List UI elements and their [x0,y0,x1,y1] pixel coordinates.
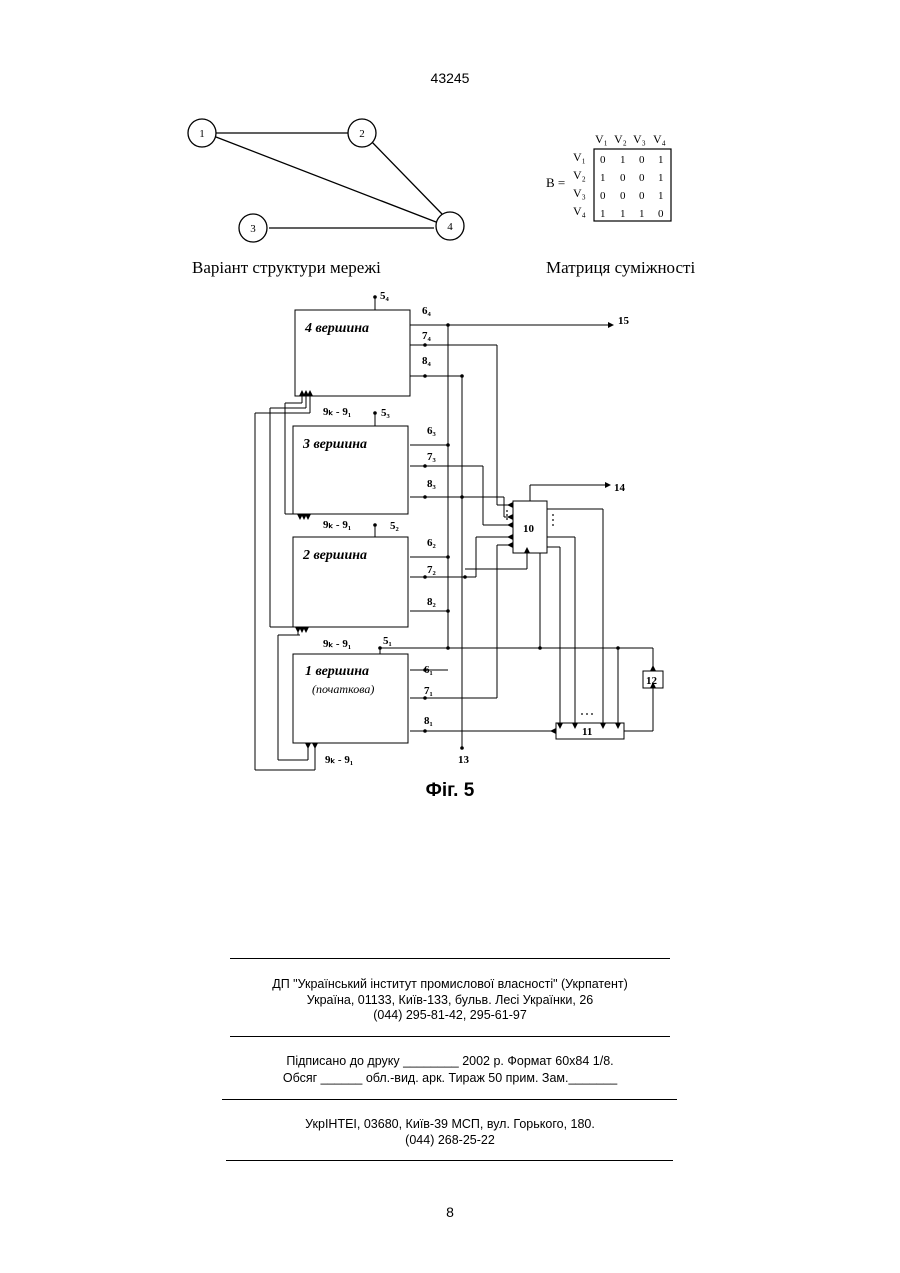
matrix-row-header: V₄ [573,204,586,218]
matrix-cell: 0 [620,172,626,184]
matrix-col-header: V₃ [633,132,646,146]
terminal-label: 7₄ [422,330,432,342]
divider [230,958,670,959]
bus-label: 9ₖ - 9₁ [323,406,351,418]
imprint-volume-info: Обсяг ______ обл.-вид. арк. Тираж 50 при… [0,1070,900,1086]
matrix-col-header: V₂ [614,132,627,146]
terminal-label: 8₂ [427,596,437,608]
terminal-label: 6₁ [424,664,433,676]
bus-label: 9ₖ - 9₁ [323,519,351,531]
svg-text:4: 4 [447,221,453,233]
terminal-label: 8₁ [424,715,433,727]
matrix-cell: 1 [658,190,664,202]
imprint-phone: (044) 295-81-42, 295-61-97 [0,1007,900,1023]
bus-label: 9ₖ - 9₁ [323,638,351,650]
terminal-label: 8₄ [422,355,432,367]
divider [222,1099,677,1100]
figure-caption: Фіг. 5 [0,780,900,802]
terminal-label: 14 [614,482,626,494]
block-label-11: 11 [582,726,592,738]
bus-label: 9ₖ - 9₁ [325,754,353,766]
terminal-label: 6₃ [427,425,437,437]
terminal-label: 13 [458,754,470,766]
matrix-col-header: V₁ [595,132,608,146]
network-graph: 1 2 3 4 [180,110,480,250]
matrix-cell: 1 [658,172,664,184]
matrix-cell: 1 [620,154,626,166]
matrix-cell: 0 [639,172,645,184]
block-label-vertex-3: 3 вершина [302,437,367,452]
terminal-label: 15 [618,315,630,327]
block-label-12: 12 [646,675,658,687]
terminal-label: 7₃ [427,451,437,463]
divider [226,1160,673,1161]
block-label-vertex-2: 2 вершина [302,548,367,563]
graph-node-4: 4 [436,212,464,240]
svg-text:1: 1 [199,128,205,140]
imprint-address: Україна, 01133, Київ-133, бульв. Лесі Ук… [0,992,900,1008]
block-schematic: 4 вершина 3 вершина 2 вершина 1 вершина … [240,285,700,775]
terminal-label: 5₂ [390,520,400,532]
adjacency-matrix: B = V₁ V₂ V₃ V₄ V₁ V₂ V₃ V₄ 0 1 0 1 1 0 0 1 0 0 0 1… [540,125,700,230]
graph-node-3: 3 [239,214,267,242]
terminal-label: 6₄ [422,305,432,317]
imprint-printer-phone: (044) 268-25-22 [0,1132,900,1148]
terminal-label: 6₂ [427,537,437,549]
matrix-cell: 0 [639,154,645,166]
matrix-cell: 1 [620,208,626,220]
graph-caption: Варіант структури мережі [192,258,381,278]
block-label-vertex-1: 1 вершина [305,664,369,679]
matrix-cell: 1 [600,208,606,220]
matrix-caption: Матриця суміжності [546,258,695,278]
matrix-row-header: V₂ [573,168,586,182]
block-label-10: 10 [523,523,535,535]
matrix-col-header: V₄ [653,132,666,146]
imprint-publisher: ДП "Український інститут промислової вла… [0,976,900,992]
patent-number: 43245 [0,70,900,86]
matrix-cell: 0 [620,190,626,202]
matrix-row-header: V₃ [573,186,586,200]
matrix-cell: 0 [658,208,664,220]
matrix-cell: 1 [600,172,606,184]
terminal-label: 8₃ [427,478,437,490]
ellipsis-dots [506,510,593,715]
matrix-cell: 0 [639,190,645,202]
matrix-label: B = [546,175,565,190]
imprint-printer: УкрІНТЕІ, 03680, Київ-39 МСП, вул. Горьк… [0,1116,900,1132]
matrix-col-headers: V₁ V₂ V₃ V₄ [595,132,666,146]
terminal-label: 5₁ [383,635,392,647]
matrix-cell: 1 [658,154,664,166]
svg-text:3: 3 [250,223,256,235]
matrix-cell: 0 [600,190,606,202]
block-label-vertex-4: 4 вершина [304,321,369,336]
svg-text:2: 2 [359,128,365,140]
matrix-row-header: V₁ [573,150,586,164]
divider [230,1036,670,1037]
graph-node-2: 2 [348,119,376,147]
imprint-print-info: Підписано до друку ________ 2002 р. Форм… [0,1053,900,1069]
matrix-row-headers: V₁ V₂ V₃ V₄ [573,150,586,218]
graph-node-1: 1 [188,119,216,147]
block-label-initial: (початкова) [312,682,374,696]
terminal-label: 5₄ [380,290,390,302]
page-number: 8 [0,1204,900,1220]
terminal-label: 7₂ [427,564,437,576]
terminal-label: 7₁ [424,685,433,697]
terminal-label: 5₃ [381,407,391,419]
matrix-cell: 1 [639,208,645,220]
matrix-cell: 0 [600,154,606,166]
